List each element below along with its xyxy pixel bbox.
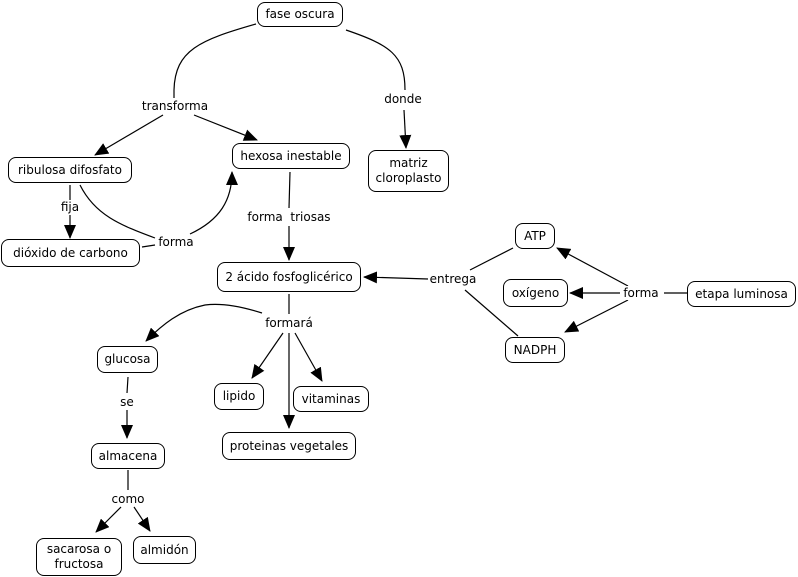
link-nadph-entrega <box>464 289 519 337</box>
link-transforma-hexosa <box>193 114 258 141</box>
link-entrega-acido <box>363 271 429 284</box>
link-donde-matriz <box>399 109 412 149</box>
link-como-almidon <box>133 506 151 532</box>
concept-atp[interactable]: ATP <box>515 223 555 249</box>
link-forma-nadph <box>564 299 629 333</box>
concept-fase-oscura[interactable]: fase oscura <box>257 2 343 27</box>
concept-acido-fosfoglicerico[interactable]: 2 ácido fosfoglicérico <box>217 262 361 292</box>
link-forma-hexosa <box>189 171 238 235</box>
concept-dioxido-de-carbono[interactable]: dióxido de carbono <box>1 239 140 267</box>
link-label-se: se <box>119 395 135 409</box>
link-formara-lipido <box>251 332 284 379</box>
link-como-sacarosa <box>95 506 122 533</box>
link-label-fija: fija <box>59 200 81 214</box>
link-label-donde: donde <box>383 92 423 106</box>
concept-vitaminas[interactable]: vitaminas <box>293 386 369 412</box>
concept-proteinas-vegetales[interactable]: proteinas vegetales <box>222 432 356 460</box>
link-label-entrega: entrega <box>428 272 478 286</box>
concept-glucosa[interactable]: glucosa <box>97 346 158 373</box>
link-formara-vitaminas <box>294 332 323 382</box>
concept-almacena[interactable]: almacena <box>91 443 165 469</box>
link-atp-entrega <box>469 247 514 271</box>
link-fase-transforma <box>173 23 257 98</box>
concept-lipido[interactable]: lipido <box>214 383 264 410</box>
concept-ribulosa-difosfato[interactable]: ribulosa difosfato <box>8 157 132 183</box>
concept-matriz-cloroplasto[interactable]: matriz cloroplasto <box>368 150 449 192</box>
link-label-forma-left: forma <box>157 235 195 249</box>
link-ribulosa-forma <box>79 184 156 239</box>
link-hexosa-triosas <box>288 171 291 209</box>
link-label-transforma: transforma <box>140 99 210 113</box>
link-label-forma-triosas: forma triosas <box>246 210 332 224</box>
concept-almidon[interactable]: almidón <box>133 536 196 564</box>
link-label-como: como <box>110 492 146 506</box>
link-fase-donde <box>345 29 406 91</box>
concept-oxigeno[interactable]: oxígeno <box>503 279 568 307</box>
link-forma-atp <box>556 247 629 287</box>
concept-hexosa-inestable[interactable]: hexosa inestable <box>232 143 350 169</box>
concept-etapa-luminosa[interactable]: etapa luminosa <box>687 281 796 307</box>
link-label-formara: formará <box>264 316 314 330</box>
link-label-forma-right: forma <box>622 286 660 300</box>
link-transforma-ribulosa <box>94 114 164 156</box>
link-glucosa-se <box>126 376 129 394</box>
concept-nadph[interactable]: NADPH <box>505 337 565 363</box>
link-formara-glucosa <box>145 303 263 342</box>
concept-sacarosa-fructosa[interactable]: sacarosa o fructosa <box>36 538 122 576</box>
link-dioxido-forma <box>141 244 156 248</box>
